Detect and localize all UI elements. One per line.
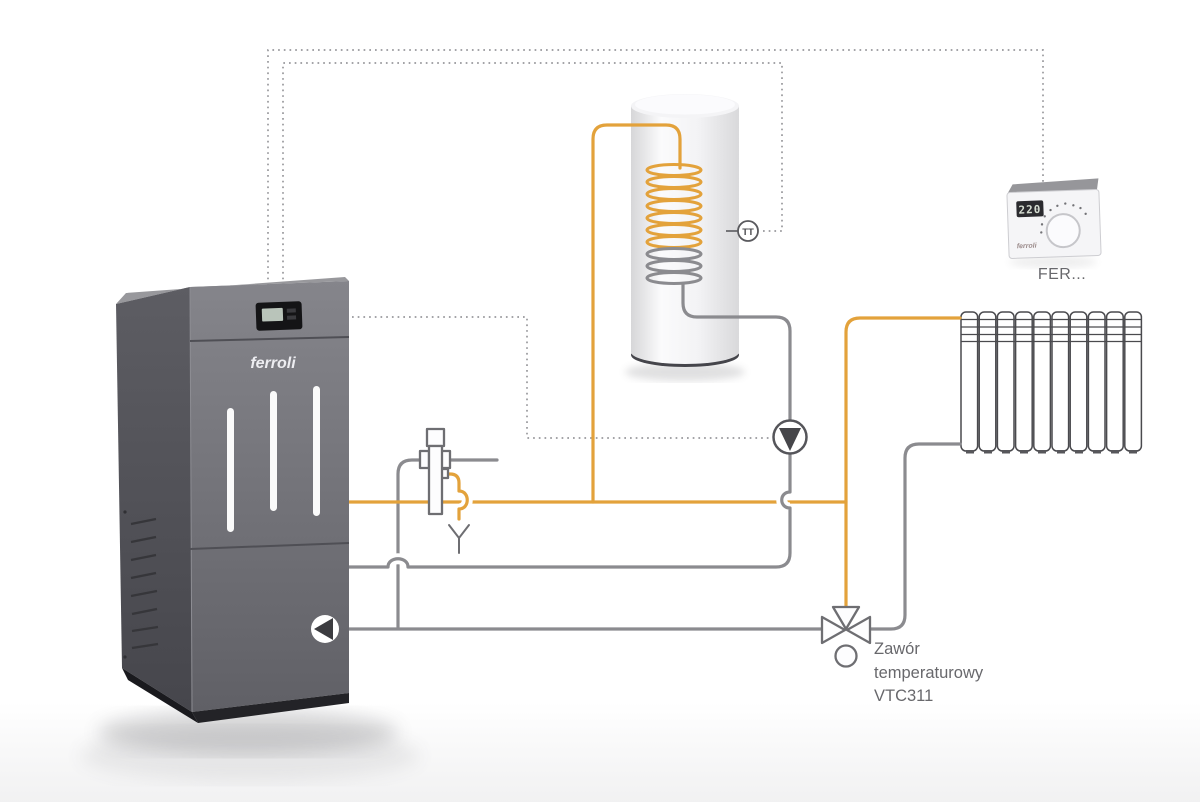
tank-heating-coil (645, 163, 703, 285)
boiler-pump-icon (311, 615, 339, 643)
control-line-tank-sensor (282, 62, 783, 285)
thermostat-model-label: FER... (1037, 266, 1087, 283)
thermostat-shadow (1009, 256, 1097, 268)
return-pipe-tank (342, 282, 792, 569)
control-line-thermostat (267, 49, 1044, 285)
thermostat-dial-scale (1040, 202, 1087, 234)
drain-funnel-icon (448, 524, 470, 554)
control-wiring (267, 49, 1044, 439)
return-pipe-radiator (869, 442, 962, 631)
temperature-sensor-icon: TT (726, 220, 759, 242)
thermostat-brand-logo: ferroli (1017, 243, 1038, 251)
thermostat-lcd-value: 220 (1018, 203, 1041, 217)
thermostat-lcd (1016, 200, 1044, 218)
radiator-feet (966, 450, 1137, 454)
safety-group-branch-pipe (396, 458, 425, 629)
dhw-pump-icon (772, 419, 808, 455)
thermostat-dial (1045, 213, 1081, 249)
radiator (960, 311, 1143, 454)
sensor-label: TT (742, 227, 754, 238)
tank-shadow (625, 363, 745, 381)
boiler-control-display (255, 301, 303, 331)
safety-discharge-pipe (446, 472, 469, 521)
safety-valve-icon (418, 427, 452, 516)
supply-pipe-tank-coil (591, 123, 682, 504)
boiler-brand-logo: ferroli (250, 355, 296, 372)
three-way-valve-icon (820, 605, 872, 668)
valve-label: Zawór temperaturowy VTC311 (874, 640, 984, 705)
pellet-boiler: ferroli (116, 277, 350, 723)
supply-pipe-radiator (844, 316, 962, 609)
boiler-side-vents (130, 517, 159, 650)
boiler-door-vents (227, 386, 320, 532)
room-thermostat: 220 ferroli (1006, 178, 1102, 259)
boiler-reflection (80, 710, 420, 781)
